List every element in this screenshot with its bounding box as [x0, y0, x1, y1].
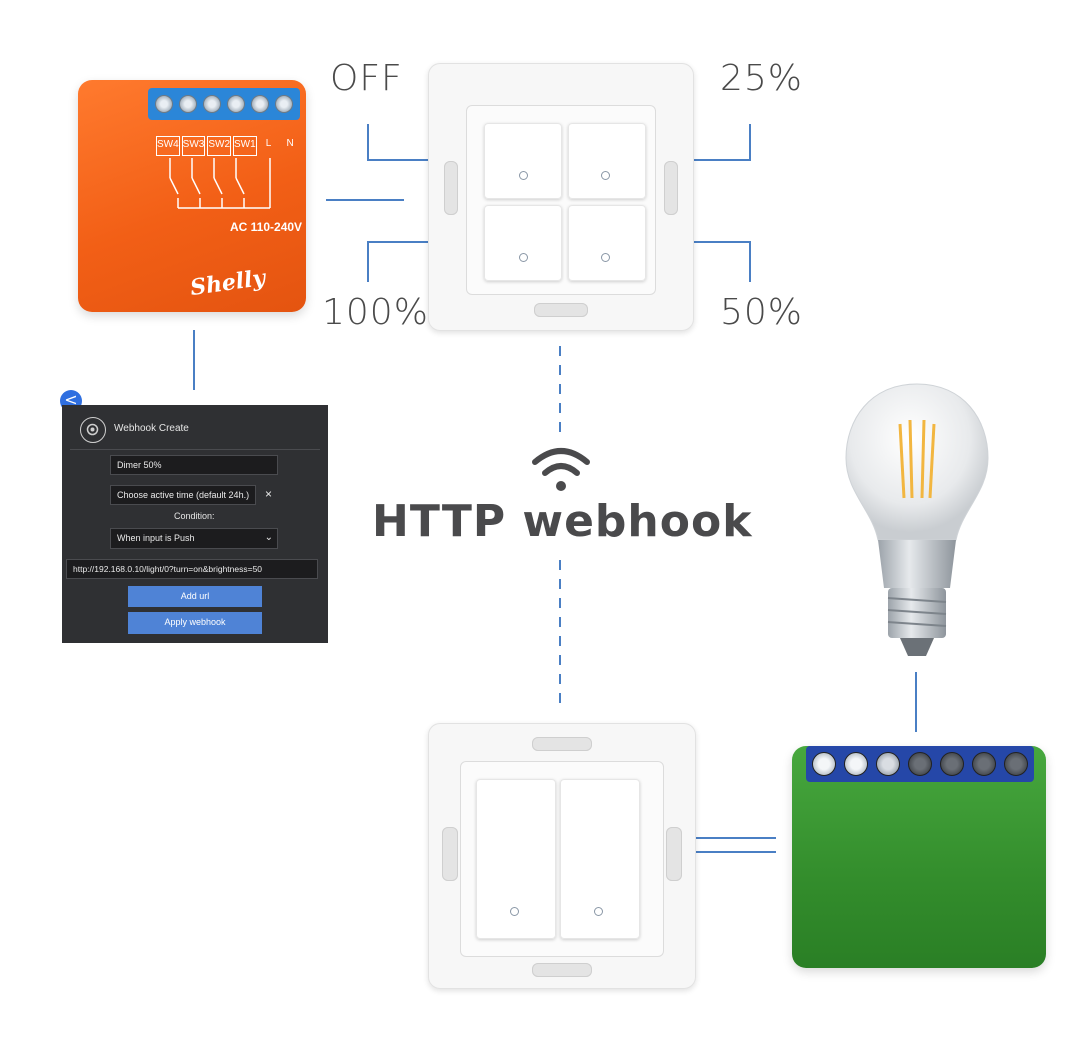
mounting-slot	[666, 827, 682, 881]
label-off: OFF	[330, 58, 403, 99]
terminal-screw	[227, 95, 245, 113]
webhook-create-panel: Webhook Create Dimer 50% Choose active t…	[62, 405, 328, 643]
label-50: 50%	[720, 292, 803, 333]
left-rocker-button[interactable]	[476, 779, 556, 939]
terminal-screw	[908, 752, 932, 776]
mounting-slot	[664, 161, 678, 215]
right-rocker-button[interactable]	[560, 779, 640, 939]
led-indicator	[519, 253, 528, 262]
mounting-slot	[444, 161, 458, 215]
webhook-name-input[interactable]: Dimer 50%	[110, 455, 278, 475]
circuit-diagram-icon	[160, 158, 300, 218]
shelly-terminal-block	[148, 88, 300, 120]
terminal-screw	[203, 95, 221, 113]
shelly-terminal-labels: SW4 SW3 SW2 SW1 L N	[156, 136, 300, 156]
mounting-slot	[532, 737, 592, 751]
led-indicator	[601, 253, 610, 262]
close-icon[interactable]: ×	[260, 485, 278, 505]
terminal-screw	[1004, 752, 1028, 776]
terminal-screw	[844, 752, 868, 776]
button-100[interactable]	[484, 205, 562, 281]
divider	[70, 449, 320, 450]
active-time-select[interactable]: Choose active time (default 24h.)	[110, 485, 256, 505]
label-25: 25%	[720, 58, 803, 99]
relay-terminal-block	[806, 746, 1034, 782]
terminal-screw	[812, 752, 836, 776]
add-url-button[interactable]: Add url	[128, 586, 262, 607]
gear-icon	[80, 417, 106, 443]
shelly-voltage-label: AC 110-240V	[230, 220, 302, 234]
button-50[interactable]	[568, 205, 646, 281]
mounting-slot	[534, 303, 588, 317]
terminal-label: SW1	[233, 136, 257, 156]
condition-select[interactable]: When input is Push ⌄	[110, 528, 278, 549]
wifi-icon	[530, 444, 592, 494]
two-button-switch	[428, 723, 696, 989]
terminal-label: SW3	[182, 136, 206, 156]
terminal-label: SW4	[156, 136, 180, 156]
light-bulb-icon	[842, 380, 992, 665]
button-off[interactable]	[484, 123, 562, 199]
button-25[interactable]	[568, 123, 646, 199]
terminal-screw	[940, 752, 964, 776]
condition-value: When input is Push	[117, 533, 195, 543]
terminal-label: SW2	[207, 136, 231, 156]
terminal-label: L	[259, 136, 279, 156]
terminal-screw	[155, 95, 173, 113]
apply-webhook-button[interactable]: Apply webhook	[128, 612, 262, 634]
led-indicator	[601, 171, 610, 180]
mounting-slot	[532, 963, 592, 977]
webhook-url-input[interactable]: http://192.168.0.10/light/0?turn=on&brig…	[66, 559, 318, 579]
terminal-screw	[179, 95, 197, 113]
green-relay-module	[792, 746, 1046, 968]
shelly-i4-module: SW4 SW3 SW2 SW1 L N AC 110-240V Shelly	[78, 80, 306, 312]
panel-title: Webhook Create	[114, 423, 189, 434]
label-100: 100%	[322, 292, 429, 333]
diagram-title: HTTP webhook	[372, 496, 752, 547]
chevron-down-icon: ⌄	[265, 529, 273, 547]
shelly-logo: Shelly	[189, 265, 267, 301]
condition-label: Condition:	[174, 511, 215, 521]
led-indicator	[510, 907, 519, 916]
terminal-screw	[876, 752, 900, 776]
terminal-screw	[251, 95, 269, 113]
mounting-slot	[442, 827, 458, 881]
four-button-switch	[428, 63, 694, 331]
led-indicator	[594, 907, 603, 916]
terminal-label: N	[280, 136, 300, 156]
terminal-screw	[972, 752, 996, 776]
terminal-screw	[275, 95, 293, 113]
led-indicator	[519, 171, 528, 180]
